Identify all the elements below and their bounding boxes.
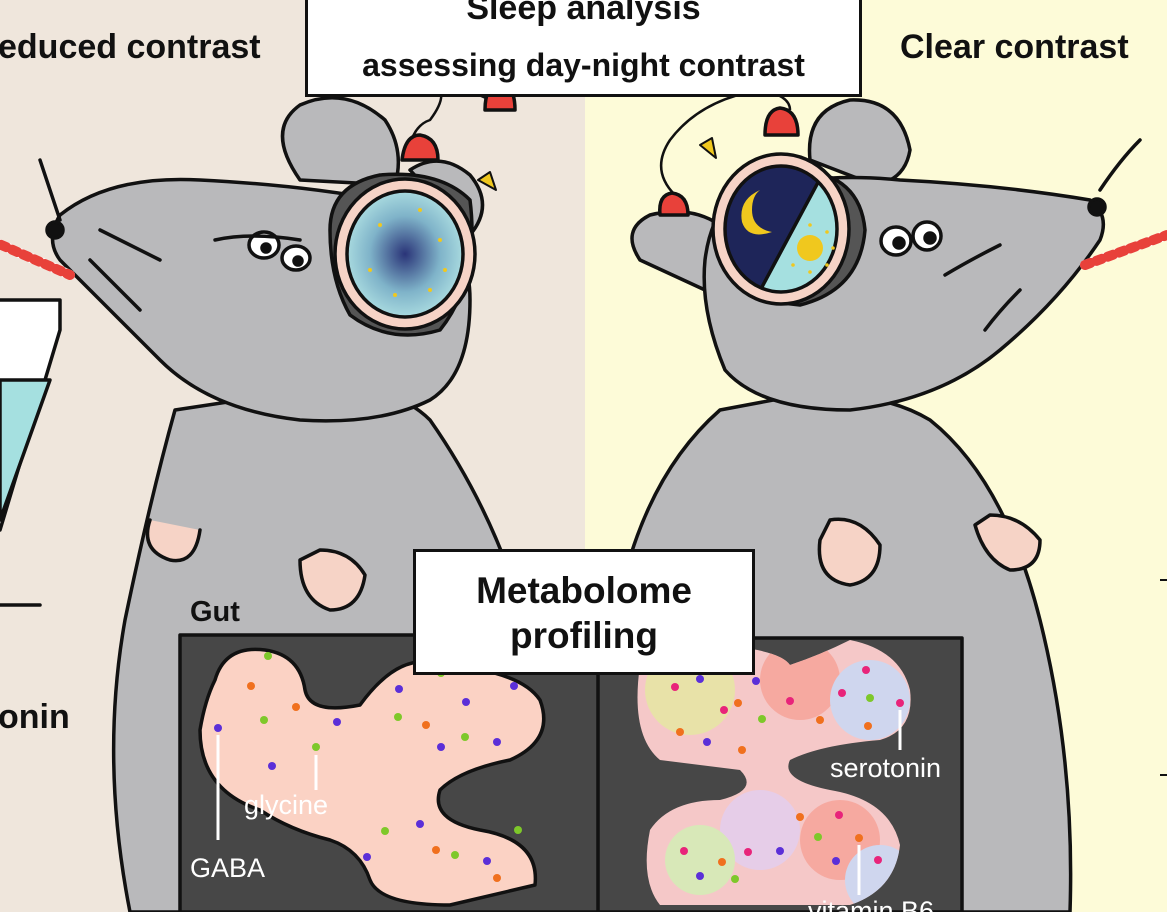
- sleep-analysis-box: Sleep analysis assessing day-night contr…: [305, 0, 862, 97]
- sun-icon: [791, 223, 835, 274]
- sleep-analysis-title: Sleep analysis: [466, 0, 701, 27]
- left-condition-header: educed contrast: [0, 28, 261, 66]
- left-gut: [198, 647, 546, 907]
- vitamin-b6-label: vitamin B6: [808, 896, 935, 912]
- metabolome-profiling-box: Metabolome profiling: [413, 549, 755, 675]
- metabolome-line-2: profiling: [510, 615, 658, 656]
- right-gut-metabolites: [671, 666, 904, 883]
- left-eeg-implant: [328, 80, 517, 337]
- gaba-label: GABA: [190, 853, 266, 883]
- left-eeg-stars: [368, 208, 447, 297]
- left-pointer-lines: [216, 735, 318, 840]
- right-eeg-implant: [658, 88, 867, 307]
- serotonin-label: serotonin: [830, 753, 942, 783]
- metabolome-line-1: Metabolome: [476, 570, 692, 611]
- moon-icon: [741, 190, 772, 235]
- left-gut-metabolites: [214, 652, 522, 882]
- sleep-analysis-subtitle: assessing day-night contrast: [362, 47, 805, 83]
- glycine-label: glycine: [244, 790, 329, 820]
- left-side-text-fragment: onin: [0, 698, 70, 736]
- gut-label: Gut: [190, 596, 240, 628]
- right-pointer-lines: [857, 710, 902, 895]
- right-condition-header: Clear contrast: [900, 28, 1129, 66]
